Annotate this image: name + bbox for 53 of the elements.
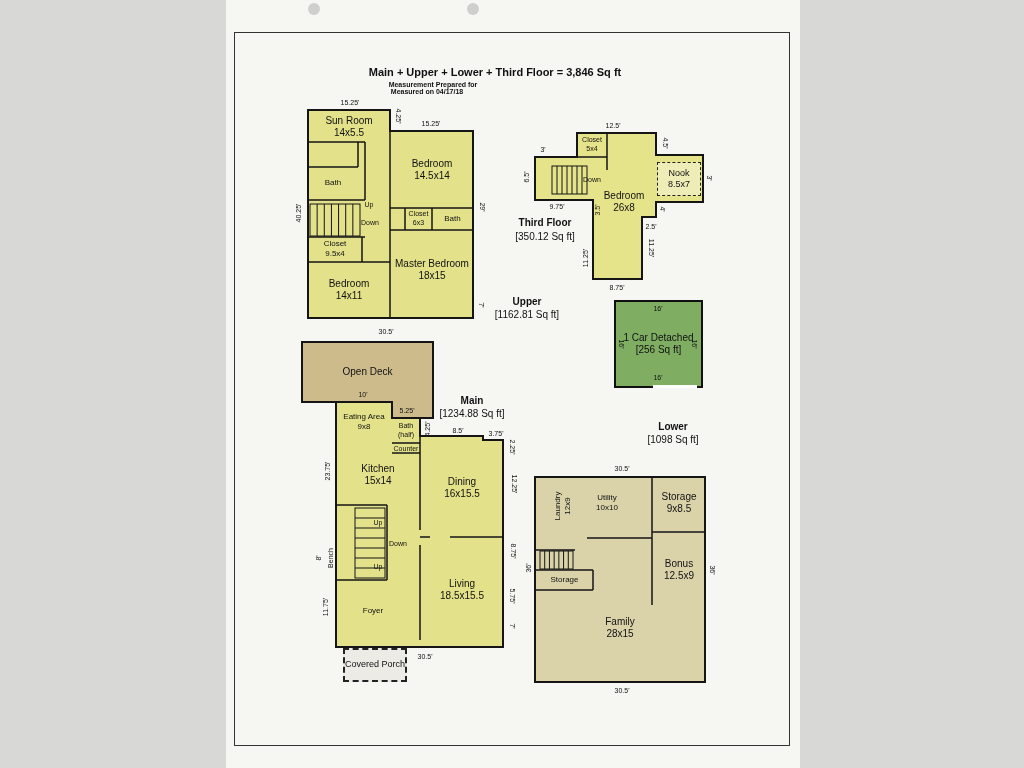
floor-name: Upper — [512, 294, 542, 309]
room-label: 12x9 — [563, 497, 573, 515]
garage-area — [614, 300, 703, 388]
room-label: Living — [448, 577, 476, 590]
room-label: 18.5x15.5 — [440, 590, 484, 603]
room-label: 10x10 — [596, 503, 618, 513]
floor-area: [1162.81 Sq ft] — [494, 306, 560, 322]
room-label: Sun Room — [325, 114, 373, 127]
floor-outline — [535, 477, 705, 682]
porch-area — [343, 648, 407, 682]
floor-area: [1098 Sq ft] — [647, 431, 699, 447]
room-label: Covered Porch — [345, 659, 405, 671]
room-label: Foyer — [362, 606, 384, 616]
room-label: 12.5x9 — [664, 570, 694, 583]
room-label: 9x8.5 — [666, 503, 692, 516]
floor-area: [350.12 Sq ft] — [515, 228, 575, 244]
room-label: Bedroom — [603, 189, 645, 202]
room-label: Storage — [550, 575, 579, 585]
room-area — [657, 162, 701, 196]
floor-name: Lower — [658, 419, 688, 434]
room-label: 9x8 — [357, 422, 371, 432]
room-label: [256 Sq ft] — [635, 344, 682, 357]
room-label: 28x15 — [606, 628, 634, 641]
room-label: Open Deck — [342, 365, 393, 379]
room-label: Bath — [324, 178, 342, 188]
room-label: 14x11 — [335, 290, 363, 303]
floor-area: [1234.88 Sq ft] — [439, 405, 505, 421]
room-label: Bedroom — [328, 277, 370, 290]
room-label: Storage — [661, 490, 697, 503]
room-label: Nook — [668, 167, 690, 179]
room-label: 18x15 — [418, 270, 446, 283]
room-label: Bedroom — [411, 157, 453, 170]
room-label: 14.5x14 — [414, 170, 450, 183]
room-label: Bonus — [664, 557, 694, 570]
room-label: 9.5x4 — [325, 249, 345, 259]
room-label: Utility — [597, 493, 617, 503]
room-label: Kitchen — [361, 462, 395, 475]
room-label: 14x5.5 — [334, 127, 364, 140]
room-label: 15x14 — [364, 475, 392, 488]
room-label: 16x15.5 — [444, 488, 480, 501]
plan-title: Main + Upper + Lower + Third Floor = 3,846 Sq ft — [367, 65, 623, 80]
room-label: Family — [605, 615, 635, 628]
floor-name: Main — [460, 393, 484, 408]
floor-outline — [336, 402, 503, 647]
room-label: Bath — [444, 214, 461, 224]
room-label: Closet — [323, 239, 347, 249]
room-label: Eating Area — [343, 412, 385, 422]
room-label: 8.5x7 — [668, 179, 690, 191]
floor-name: Third Floor — [518, 215, 572, 230]
room-label: Dining — [447, 475, 477, 488]
room-label: 26x8 — [613, 202, 635, 215]
room-label: Master Bedroom — [395, 257, 469, 270]
room-label: Laundry — [553, 491, 563, 521]
